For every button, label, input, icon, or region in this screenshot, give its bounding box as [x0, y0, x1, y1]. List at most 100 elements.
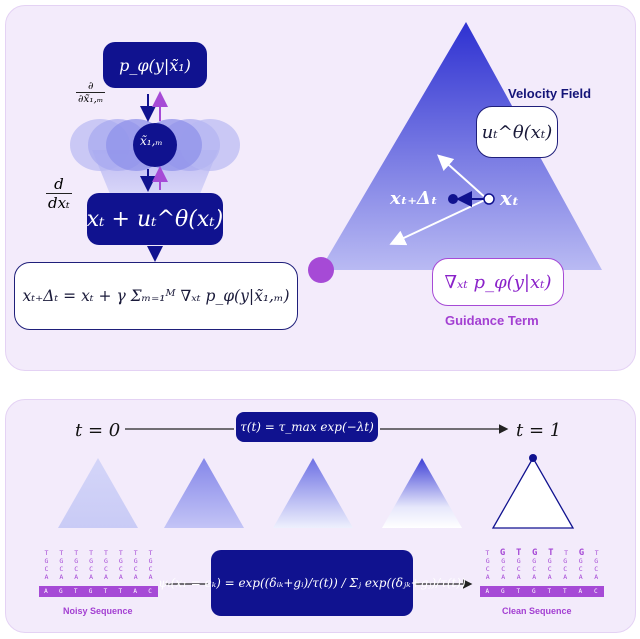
guidance-expr-box: ∇ₓₜ p_φ(y|xₜ) [432, 258, 564, 306]
clean-token: A [578, 573, 583, 581]
noisy-token: G [89, 557, 94, 565]
simplex-stage-2 [164, 458, 244, 528]
clean-token: T [485, 549, 490, 557]
simplex-stage-3 [273, 458, 353, 528]
likelihood-text: p_φ(y|x̃₁) [119, 55, 191, 75]
guidance-term-title: Guidance Term [445, 313, 539, 328]
clean-token: C [547, 565, 552, 573]
derivative-den: dxₜ [48, 194, 70, 212]
noisy-token: T [148, 549, 153, 557]
gumbel-softmax-text: ψₜ(x₁ = eₖ) = exp((δᵢₖ+gᵢ)/τ(t)) / Σⱼ ex… [158, 576, 466, 590]
clean-token: T [564, 549, 569, 557]
clean-token: G [501, 557, 506, 565]
noisy-token: C [148, 565, 153, 573]
clean-token: C [485, 565, 490, 573]
noisy-token: T [133, 549, 138, 557]
derivative-label: d dxₜ [46, 175, 72, 212]
latent-sample-label: x̃₁,ₘ [140, 134, 163, 148]
clean-token: T [515, 548, 522, 558]
likelihood-box: p_φ(y|x̃₁) [103, 42, 207, 88]
noisy-token: G [44, 557, 49, 565]
noisy-token: C [118, 565, 123, 573]
clean-token: G [532, 557, 537, 565]
noisy-sequence-title: Noisy Sequence [63, 606, 133, 616]
simplex-stage-5 [491, 456, 575, 529]
simplex-stage-4 [382, 458, 462, 528]
gumbel-softmax-box: ψₜ(x₁ = eₖ) = exp((δᵢₖ+gᵢ)/τ(t)) / Σⱼ ex… [158, 550, 466, 616]
velocity-update-box: xₜ + uₜ^θ(xₜ) [87, 193, 223, 245]
noisy-token: T [59, 549, 64, 557]
noisy-token: C [133, 565, 138, 573]
clean-token: G [563, 557, 568, 565]
velocity-arrow-up [437, 154, 488, 200]
noisy-base: T [103, 588, 109, 595]
noisy-token: A [89, 573, 94, 581]
clean-base: A [578, 588, 584, 595]
noisy-token: A [74, 573, 79, 581]
clean-base: T [562, 588, 568, 595]
clean-vertex-dot [529, 454, 537, 462]
noisy-token: C [89, 565, 94, 573]
clean-base: A [485, 588, 491, 595]
noisy-token: T [103, 549, 108, 557]
noisy-token: A [133, 573, 138, 581]
noisy-token: G [148, 557, 153, 565]
clean-token: G [578, 548, 585, 558]
noisy-base: C [148, 588, 153, 595]
simplex-vertex-dot [308, 257, 334, 283]
velocity-update-text: xₜ + uₜ^θ(xₜ) [86, 206, 224, 232]
clean-token: G [578, 557, 583, 565]
clean-token: G [516, 557, 521, 565]
clean-token: G [499, 548, 506, 558]
latent-sample-stack [70, 119, 240, 171]
xt-next-point [448, 194, 458, 204]
noisy-base: A [133, 588, 138, 595]
time-start-label: t = 0 [75, 420, 121, 441]
clean-base: T [516, 588, 522, 595]
clean-token: C [563, 565, 568, 573]
clean-token: G [594, 557, 599, 565]
clean-token: A [563, 573, 568, 581]
velocity-expr: uₜ^θ(xₜ) [481, 121, 553, 143]
noisy-token: A [59, 573, 64, 581]
clean-token: C [516, 565, 521, 573]
clean-token: G [485, 557, 490, 565]
velocity-expr-box: uₜ^θ(xₜ) [476, 106, 558, 158]
clean-base: C [593, 588, 599, 595]
xt-label: xₜ [500, 186, 520, 210]
noisy-token: A [148, 573, 153, 581]
noisy-base: A [44, 588, 49, 595]
noisy-token: G [133, 557, 138, 565]
clean-token: A [547, 573, 552, 581]
partial-derivative-label: ∂ ∂x̃₁,ₘ [76, 80, 106, 105]
noisy-token: A [103, 573, 108, 581]
clean-token: A [501, 573, 506, 581]
clean-base: T [547, 588, 553, 595]
clean-base: G [500, 588, 506, 595]
noisy-token: G [103, 557, 108, 565]
noisy-token: A [44, 573, 49, 581]
clean-token: G [547, 557, 552, 565]
noisy-base: G [59, 588, 64, 595]
simplex-triangle [320, 22, 602, 270]
noisy-base: T [73, 588, 79, 595]
partial-num: ∂ [76, 80, 106, 93]
clean-token: A [516, 573, 521, 581]
clean-base: G [531, 588, 537, 595]
clean-token: C [501, 565, 506, 573]
noisy-token: G [118, 557, 123, 565]
noisy-token: C [59, 565, 64, 573]
clean-token: A [532, 573, 537, 581]
temperature-schedule-text: τ(t) = τ_max exp(−λt) [240, 420, 374, 434]
noisy-token: T [44, 549, 49, 557]
temperature-schedule-box: τ(t) = τ_max exp(−λt) [236, 412, 378, 442]
